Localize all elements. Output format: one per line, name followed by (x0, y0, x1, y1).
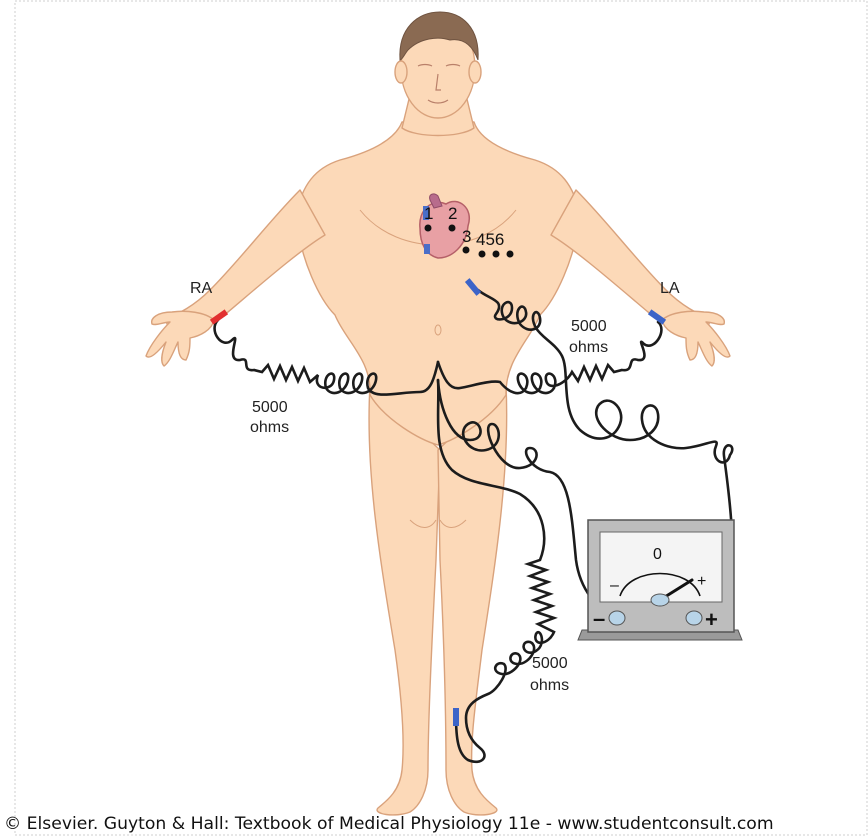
left-ear (469, 61, 481, 83)
lead-label-1: 1 (424, 204, 433, 223)
meter-scale-plus: + (697, 573, 706, 590)
meter-terminal-minus: – (593, 606, 605, 631)
resistor-right-value: 5000 (571, 318, 607, 335)
lead-dot-4 (479, 251, 486, 258)
resistor-leg-value: 5000 (532, 655, 568, 672)
right-ear (395, 61, 407, 83)
lead-label-2: 2 (448, 204, 457, 223)
lead-dot-3 (463, 247, 470, 254)
resistor-left-unit: ohms (250, 419, 289, 436)
meter-scale-minus: – (610, 577, 619, 594)
label-ra: RA (190, 280, 213, 297)
electrode-leg (453, 708, 459, 726)
lead-label-3: 3 (462, 227, 471, 246)
copyright-credit: © Elsevier. Guyton & Hall: Textbook of M… (4, 814, 868, 834)
meter-pivot (651, 594, 669, 606)
terminal-minus-knob (609, 611, 625, 625)
resistor-left-value: 5000 (252, 399, 288, 416)
lead-label-456: 456 (476, 230, 504, 249)
meter-zero-label: 0 (653, 546, 662, 563)
lead-dot-6 (507, 251, 514, 258)
lead-dot-1 (425, 225, 432, 232)
resistor-leg-unit: ohms (530, 677, 569, 694)
heart-blue-vessel-2 (424, 244, 430, 254)
lead-dot-5 (493, 251, 500, 258)
label-la: LA (660, 280, 680, 297)
terminal-plus-knob (686, 611, 702, 625)
lead-dot-2 (449, 225, 456, 232)
meter-terminal-plus: + (705, 607, 718, 632)
resistor-right-unit: ohms (569, 339, 608, 356)
